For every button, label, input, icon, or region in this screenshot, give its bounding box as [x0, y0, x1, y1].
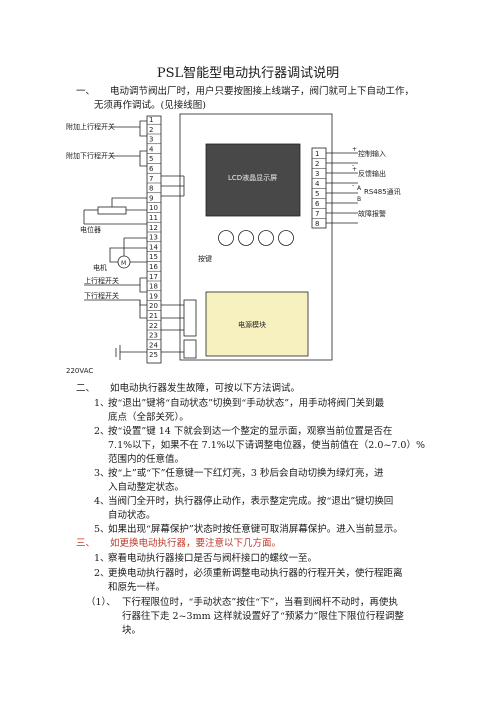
- s2-item5-num: 5、: [94, 524, 110, 535]
- s3-item1-num: 1、: [94, 553, 110, 564]
- s3-item3-line2: 行器往下走 2~3mm 这样就设置好了“预紧力”限住下限位行程调整: [122, 611, 404, 622]
- left-terminal-6: 6: [149, 165, 154, 173]
- s3-item3-num: （1）、: [86, 597, 116, 608]
- label-motor: 电机: [93, 263, 107, 272]
- label-rs485: RS485通讯: [364, 187, 401, 196]
- label-plus-2: +: [352, 166, 357, 173]
- label-plus-1: +: [352, 146, 357, 153]
- s2-item5-line1: 如果出现“屏幕保护”状态时按任意键可取消屏幕保护。进入当前显示。: [108, 524, 403, 535]
- s3-item2-num: 2、: [94, 568, 110, 579]
- lcd-display: [205, 143, 301, 217]
- left-terminal-16: 16: [149, 263, 158, 271]
- section1-number: 一、: [76, 86, 96, 97]
- s2-item2-line1: 按“设置”键 14 下就会到达一个整定的显示面，观察当前位置是否在: [108, 426, 393, 437]
- label-potentiometer: 电位器: [80, 225, 101, 234]
- left-terminal-20: 20: [149, 302, 158, 310]
- s2-item1-line2: 底点（全部关死）。: [108, 412, 189, 423]
- left-terminal-4: 4: [149, 145, 154, 153]
- right-terminal-5: 5: [315, 190, 319, 198]
- s2-item2-line2: 7.1%以下，如果不在 7.1%以下请调整电位器，使当前值在（2.0~7.0）%: [108, 440, 425, 451]
- left-terminal-24: 24: [149, 341, 158, 349]
- potentiometer-symbol: [97, 206, 127, 215]
- right-terminal-3: 3: [315, 170, 319, 178]
- right-terminal-4: 4: [315, 180, 320, 188]
- left-terminal-7: 7: [149, 175, 153, 183]
- left-terminal-12: 12: [149, 224, 158, 232]
- s3-item2-line2: 和原先一样。: [108, 582, 166, 593]
- left-terminal-13: 13: [149, 234, 158, 242]
- key-2-icon: [238, 230, 254, 246]
- label-power: 220VAC: [66, 367, 93, 375]
- left-terminal-2: 2: [149, 126, 153, 134]
- label-lcd: LCD液晶显示屏: [228, 173, 277, 182]
- s2-item3-num: 3、: [94, 468, 110, 479]
- label-aux-down-switch: 附加下行程开关: [66, 151, 115, 160]
- label-up-switch: 上行程开关: [84, 276, 119, 285]
- section1-line2: 无须再作调试。(见接线图): [94, 100, 206, 111]
- section3-intro: 如更换电动执行器，要注意以下几方面。: [110, 538, 282, 549]
- key-1-icon: [218, 230, 234, 246]
- left-terminal-17: 17: [149, 273, 158, 281]
- left-terminal-8: 8: [149, 185, 153, 193]
- right-terminal-2: 2: [315, 160, 319, 168]
- document-title: PSL智能型电动执行器调试说明: [156, 66, 340, 81]
- s2-item1-num: 1、: [94, 398, 110, 409]
- label-fault-alarm: 故障报警: [358, 209, 386, 218]
- controller-enclosure: [179, 113, 333, 361]
- s2-item4-line1: 当阀门全开时，执行器停止动作，表示整定完成。按“退出”键切换回: [108, 496, 394, 507]
- label-minus-1: -: [352, 162, 354, 169]
- section2-intro: 如电动执行器发生故障，可按以下方法调试。: [110, 383, 301, 394]
- s2-item3-line1: 按“上”或“下”任意键一下红灯亮，3 秒后会自动切换为绿灯亮，进: [108, 468, 384, 479]
- left-terminal-10: 10: [149, 204, 158, 212]
- label-motor-symbol: M: [121, 260, 126, 267]
- left-terminal-strip: [146, 115, 162, 364]
- label-down-switch: 下行程开关: [84, 291, 119, 300]
- section2-number: 二、: [76, 383, 96, 394]
- s2-item1-line1: 按“退出”键将“自动状态”切换到“手动状态”，用手动将阀门关到最: [108, 398, 385, 409]
- left-terminal-22: 22: [149, 322, 158, 330]
- section1-line1: 电动调节阀出厂时，用户只要按图接上线端子，阀门就可上下自动工作，: [110, 86, 415, 97]
- key-3-icon: [258, 230, 274, 246]
- left-terminal-9: 9: [149, 194, 153, 202]
- right-terminal-strip: [311, 147, 327, 229]
- s2-item2-num: 2、: [94, 426, 110, 437]
- label-aux-up-switch: 附加上行程开关: [66, 122, 115, 131]
- fuse-block: [183, 339, 197, 359]
- left-terminal-1: 1: [149, 116, 153, 124]
- label-rs485-a: A: [357, 185, 362, 192]
- left-terminal-19: 19: [149, 292, 158, 300]
- label-minus-2: -: [352, 182, 354, 189]
- right-terminal-6: 6: [315, 200, 320, 208]
- right-terminal-7: 7: [315, 210, 319, 218]
- s2-item4-line2: 自动状态。: [108, 510, 156, 521]
- label-power-module: 电源模块: [238, 320, 266, 329]
- key-4-icon: [278, 230, 294, 246]
- left-terminal-14: 14: [149, 243, 158, 251]
- label-rs485-b: B: [357, 196, 361, 203]
- right-terminal-8: 8: [315, 220, 319, 228]
- s2-item3-line2: 入自动整定状态。: [108, 482, 185, 493]
- left-terminal-11: 11: [149, 214, 158, 222]
- s2-item2-line3: 范围内的任意值。: [108, 454, 185, 465]
- power-module: [205, 291, 309, 357]
- left-terminal-21: 21: [149, 312, 158, 320]
- left-terminal-5: 5: [149, 155, 153, 163]
- left-terminal-23: 23: [149, 332, 158, 340]
- left-terminal-15: 15: [149, 253, 158, 261]
- s2-item4-num: 4、: [94, 496, 110, 507]
- s3-item3-line3: 块。: [122, 625, 142, 636]
- relay-block: [183, 299, 197, 337]
- label-control-input: 控制输入: [358, 149, 386, 158]
- s3-item2-line1: 更换电动执行器时，必须重新调整电动执行器的行程开关，使行程距离: [108, 568, 403, 579]
- left-terminal-18: 18: [149, 283, 158, 291]
- right-terminal-1: 1: [315, 150, 319, 158]
- left-terminal-25: 25: [149, 351, 158, 359]
- left-terminal-3: 3: [149, 136, 153, 144]
- s3-item1-line1: 察看电动执行器接口是否与阀杆接口的螺纹一至。: [108, 553, 318, 564]
- section3-number: 三、: [76, 538, 96, 549]
- label-feedback-output: 反馈输出: [358, 169, 386, 178]
- s3-item3-line1: 下行程限位时，“手动状态”按住“下”，当看到阀杆不动时，再使执: [122, 597, 398, 608]
- label-keys: 按键: [198, 254, 212, 263]
